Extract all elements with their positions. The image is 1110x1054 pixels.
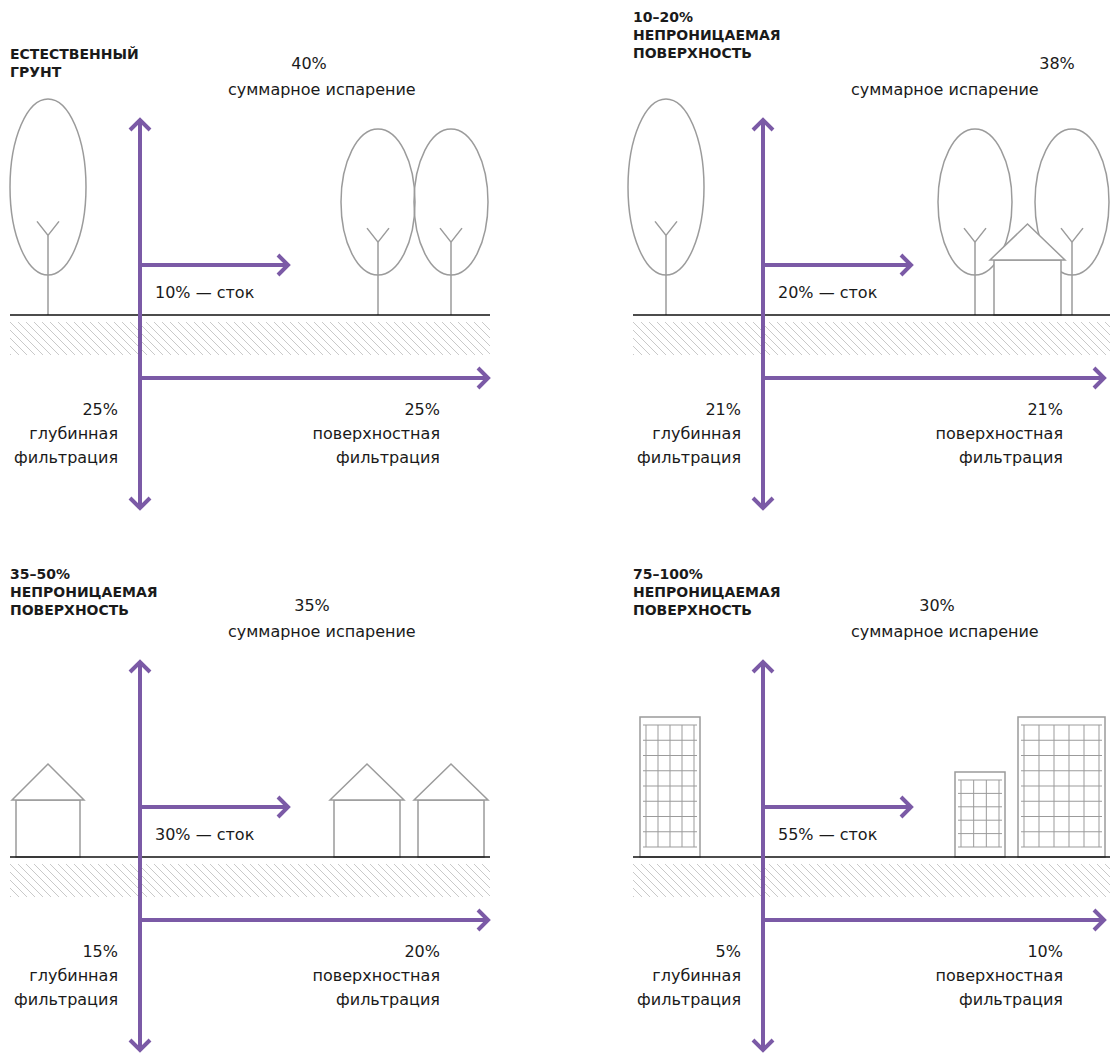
runoff-label: 55% — сток [778, 823, 877, 847]
percent-value: 5% [716, 940, 741, 964]
percent-value: 25% [82, 398, 118, 422]
house-symbol [330, 764, 404, 857]
flow-name: глубинная фильтрация [637, 964, 741, 1012]
panel-illustration [628, 99, 1110, 508]
percent-value: 20% [404, 940, 440, 964]
percent-value: 30% [919, 594, 955, 618]
runoff-label: 20% — сток [778, 281, 877, 305]
flow-name: поверхностная фильтрация [936, 964, 1063, 1012]
flow-name: глубинная фильтрация [14, 422, 118, 470]
panel-illustration [633, 662, 1110, 1050]
percent-value: 35% [294, 594, 330, 618]
tree-symbol [414, 129, 488, 315]
water-flow-arrows [130, 662, 488, 1050]
percent-value: 21% [1027, 398, 1063, 422]
runoff-label: 10% — сток [155, 281, 254, 305]
percent-value: 40% [291, 52, 327, 76]
flow-name: глубинная фильтрация [637, 422, 741, 470]
ground-line [10, 314, 490, 316]
percent-value: 15% [82, 940, 118, 964]
ground-line [633, 314, 1110, 316]
ground-line [633, 856, 1110, 858]
ground-line [10, 856, 490, 858]
house-symbol [414, 764, 488, 857]
soil-hatch [633, 864, 1110, 897]
soil-hatch [10, 322, 490, 355]
flow-name: глубинная фильтрация [14, 964, 118, 1012]
flow-name: суммарное испарение [851, 78, 1039, 102]
soil-hatch [10, 864, 490, 897]
flow-name: поверхностная фильтрация [313, 422, 440, 470]
flow-name: суммарное испарение [228, 78, 416, 102]
percent-value: 25% [404, 398, 440, 422]
tree-symbol [10, 99, 86, 315]
building-symbol [1018, 717, 1105, 857]
flow-name: суммарное испарение [851, 620, 1039, 644]
water-flow-arrows [753, 120, 1104, 508]
panel-heading: 75–100% НЕПРОНИЦАЕМАЯ ПОВЕРХНОСТЬ [633, 565, 793, 619]
panel-heading: ЕСТЕСТВЕННЫЙ ГРУНТ [10, 45, 170, 81]
panel-heading: 35–50% НЕПРОНИЦАЕМАЯ ПОВЕРХНОСТЬ [10, 565, 170, 619]
panel-heading: 10–20% НЕПРОНИЦАЕМАЯ ПОВЕРХНОСТЬ [633, 8, 793, 62]
panel-illustration [10, 662, 490, 1050]
tree-symbol [628, 99, 704, 315]
flow-name: поверхностная фильтрация [313, 964, 440, 1012]
percent-value: 21% [705, 398, 741, 422]
panel-illustration [10, 99, 490, 508]
water-flow-arrows [130, 120, 488, 508]
building-symbol [640, 717, 700, 857]
building-symbol [955, 772, 1005, 857]
flow-name: поверхностная фильтрация [936, 422, 1063, 470]
percent-value: 38% [1039, 52, 1075, 76]
runoff-label: 30% — сток [155, 823, 254, 847]
percent-value: 10% [1027, 940, 1063, 964]
house-symbol [12, 764, 84, 857]
water-flow-arrows [753, 662, 1104, 1050]
tree-symbol [341, 129, 415, 315]
flow-name: суммарное испарение [228, 620, 416, 644]
house-symbol [990, 224, 1065, 315]
soil-hatch [633, 322, 1110, 355]
